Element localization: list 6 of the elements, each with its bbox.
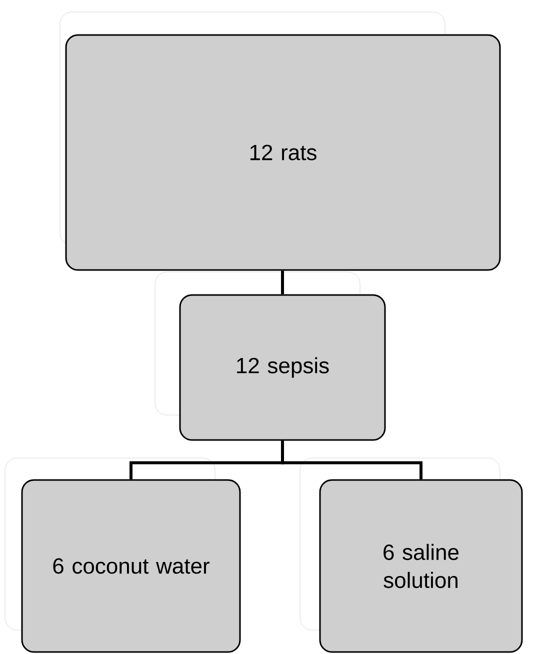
process-box: 12 rats bbox=[65, 34, 501, 271]
connector-line bbox=[281, 270, 284, 294]
process-box: 6 coconut water bbox=[21, 479, 241, 653]
connector-line bbox=[281, 440, 422, 480]
process-box: 12 sepsis bbox=[179, 294, 386, 441]
process-box: 6 saline solution bbox=[319, 479, 523, 653]
